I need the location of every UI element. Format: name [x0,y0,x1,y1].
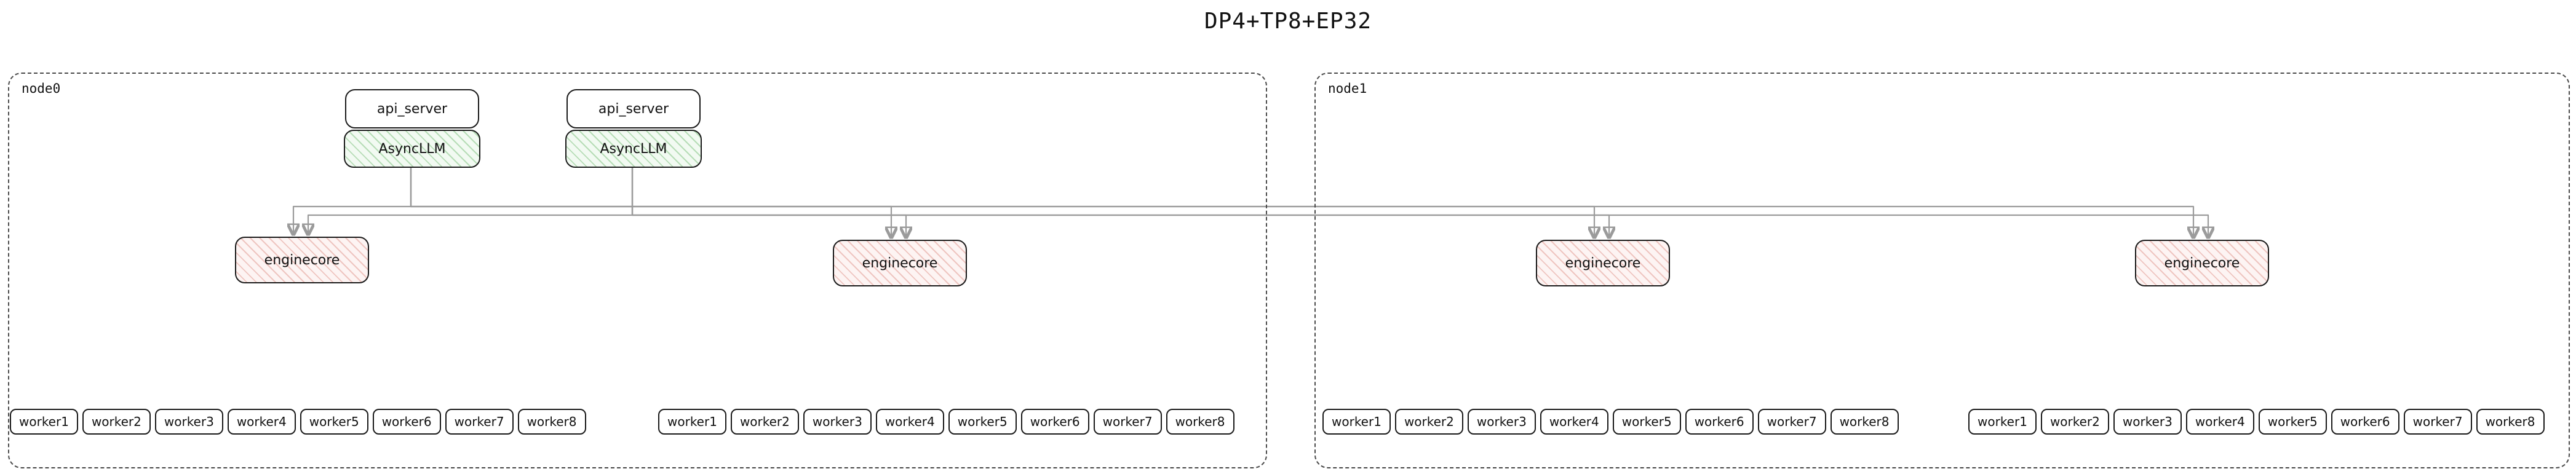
node0-cluster: node0 [8,73,1267,468]
worker-box: worker3 [803,409,872,435]
worker-box: worker5 [948,409,1017,435]
worker-box: worker1 [1968,409,2037,435]
node1-cluster: node1 [1314,73,2570,468]
worker-box: worker2 [2040,409,2109,435]
node1-label: node1 [1328,81,1367,96]
enginecore-box-2: enginecore [833,240,967,286]
worker-box: worker1 [1322,409,1391,435]
worker-box: worker7 [2403,409,2472,435]
worker-box: worker5 [1612,409,1681,435]
enginecore-box-1: enginecore [235,237,369,283]
enginecore-box-4: enginecore [2135,240,2269,286]
worker-box: worker8 [1166,409,1234,435]
worker-box: worker6 [372,409,441,435]
worker-box: worker6 [1685,409,1754,435]
api-server-box-2: api_server [566,89,701,128]
worker-box: worker8 [1830,409,1899,435]
node1-worker-group-1: worker1 worker2 worker3 worker4 worker5 … [1322,409,1899,435]
worker-box: worker4 [2185,409,2254,435]
worker-box: worker4 [1540,409,1608,435]
worker-box: worker8 [2476,409,2545,435]
worker-box: worker3 [2113,409,2182,435]
node0-worker-group-1: worker1 worker2 worker3 worker4 worker5 … [10,409,586,435]
enginecore-box-3: enginecore [1536,240,1670,286]
worker-box: worker3 [1467,409,1536,435]
worker-box: worker7 [445,409,514,435]
worker-box: worker6 [2331,409,2399,435]
worker-box: worker4 [227,409,296,435]
diagram-title: DP4+TP8+EP32 [1204,9,1372,34]
asyncllm-box-1: AsyncLLM [344,130,480,168]
worker-box: worker6 [1020,409,1089,435]
worker-box: worker8 [517,409,586,435]
node1-worker-group-2: worker1 worker2 worker3 worker4 worker5 … [1968,409,2545,435]
worker-box: worker4 [875,409,944,435]
worker-box: worker2 [1394,409,1463,435]
worker-box: worker3 [154,409,223,435]
worker-box: worker7 [1757,409,1826,435]
worker-box: worker5 [2258,409,2327,435]
worker-box: worker2 [730,409,799,435]
node0-label: node0 [22,81,61,96]
api-server-box-1: api_server [345,89,479,128]
worker-box: worker7 [1093,409,1162,435]
worker-box: worker2 [82,409,151,435]
worker-box: worker5 [300,409,368,435]
asyncllm-box-2: AsyncLLM [565,130,702,168]
worker-box: worker1 [658,409,726,435]
node0-worker-group-2: worker1 worker2 worker3 worker4 worker5 … [658,409,1234,435]
worker-box: worker1 [10,409,78,435]
